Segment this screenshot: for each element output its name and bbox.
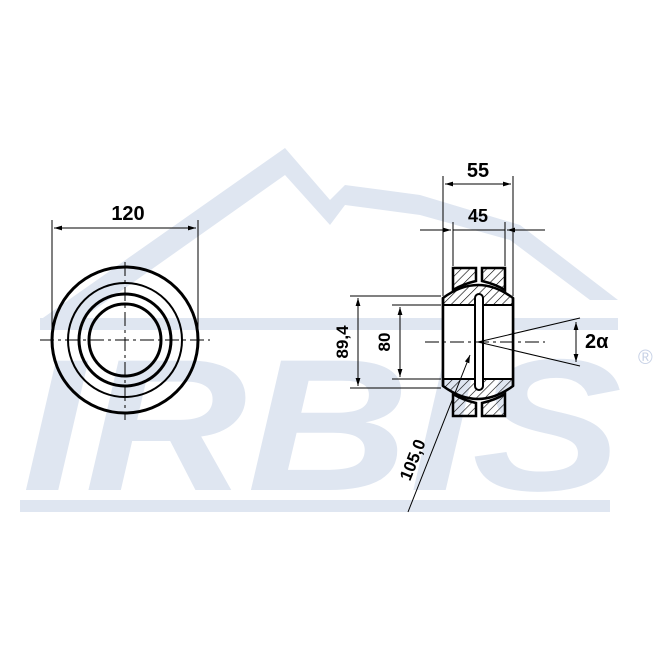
outer-ring-top-left (451, 266, 478, 293)
tilt-line-upper (477, 317, 581, 343)
outer-diameter-label: 120 (111, 203, 144, 225)
brand-watermark-text: IRBIS (22, 320, 622, 530)
side-view (350, 176, 581, 513)
total-width-label: 55 (467, 160, 489, 182)
registered-mark: ® (638, 347, 653, 369)
outer-ring-top-right (480, 266, 507, 293)
outer-ring-bottom-left (451, 391, 478, 418)
brand-watermark: IRBIS ® (20, 148, 653, 530)
bore-diameter-label: 80 (375, 333, 394, 352)
tilt-line-lower (477, 341, 581, 367)
ball-diameter-label: 89,4 (333, 325, 352, 359)
outer-ring-diameter-leader (407, 354, 471, 513)
inner-width-label: 45 (468, 206, 488, 226)
tilt-angle-label: 2α (585, 331, 609, 353)
front-view (40, 220, 210, 420)
outer-ring-bottom-right (480, 391, 507, 418)
watermark-stripe-bottom (20, 500, 610, 512)
